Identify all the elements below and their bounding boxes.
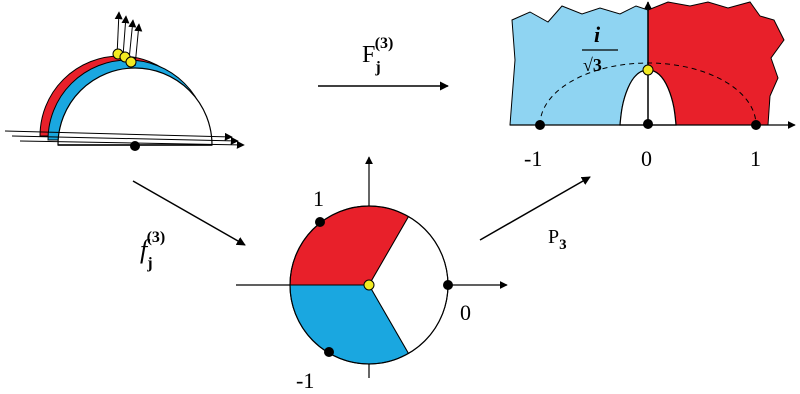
base-axis-line [4,130,233,141]
vertical-axis-line [128,19,137,61]
plane-label-one: 1 [750,146,761,171]
disk-label-zero: 0 [460,300,471,325]
plane-label-neg-one: -1 [524,146,542,171]
yellow-point [125,56,137,68]
plane-point-neg-one [535,120,545,130]
plane-point-zero [643,119,653,129]
imag-denominator: √3 [583,55,602,75]
arrow-f: fj(3) [132,180,246,272]
arrow-P-label: P3 [548,226,567,253]
disk-label-one: 1 [313,186,324,211]
imag-numerator: i [594,22,601,47]
plane-point-imag [642,64,654,76]
plane-label-zero: 0 [641,146,652,171]
arrow-f-label: fj(3) [140,229,165,272]
arrow-f-line [132,180,246,246]
white-half-disc-layer [57,67,213,146]
stacked-half-disc-figure [4,11,245,151]
arrow-F-label: Fj(3) [362,35,393,76]
disk-point-zero [443,280,453,290]
disk-label-neg-one: -1 [296,368,314,393]
vertical-axis-line [121,15,130,57]
center-point [130,141,140,151]
disk-point-one [315,217,325,227]
plane-label-imag-fraction: i √3 [582,22,618,75]
disk-point-neg-one [324,347,334,357]
arrow-F: Fj(3) [318,35,449,91]
arrow-P: P3 [479,176,591,253]
arrow-P-line [479,176,591,241]
vertical-axis-line [134,23,143,67]
base-axis-line [11,135,239,145]
plane-point-one [751,120,761,130]
upper-half-plane-figure: -1 0 1 i √3 [509,1,796,171]
unit-disk-figure: 1 0 -1 [236,156,508,393]
disk-center-point [363,279,375,291]
